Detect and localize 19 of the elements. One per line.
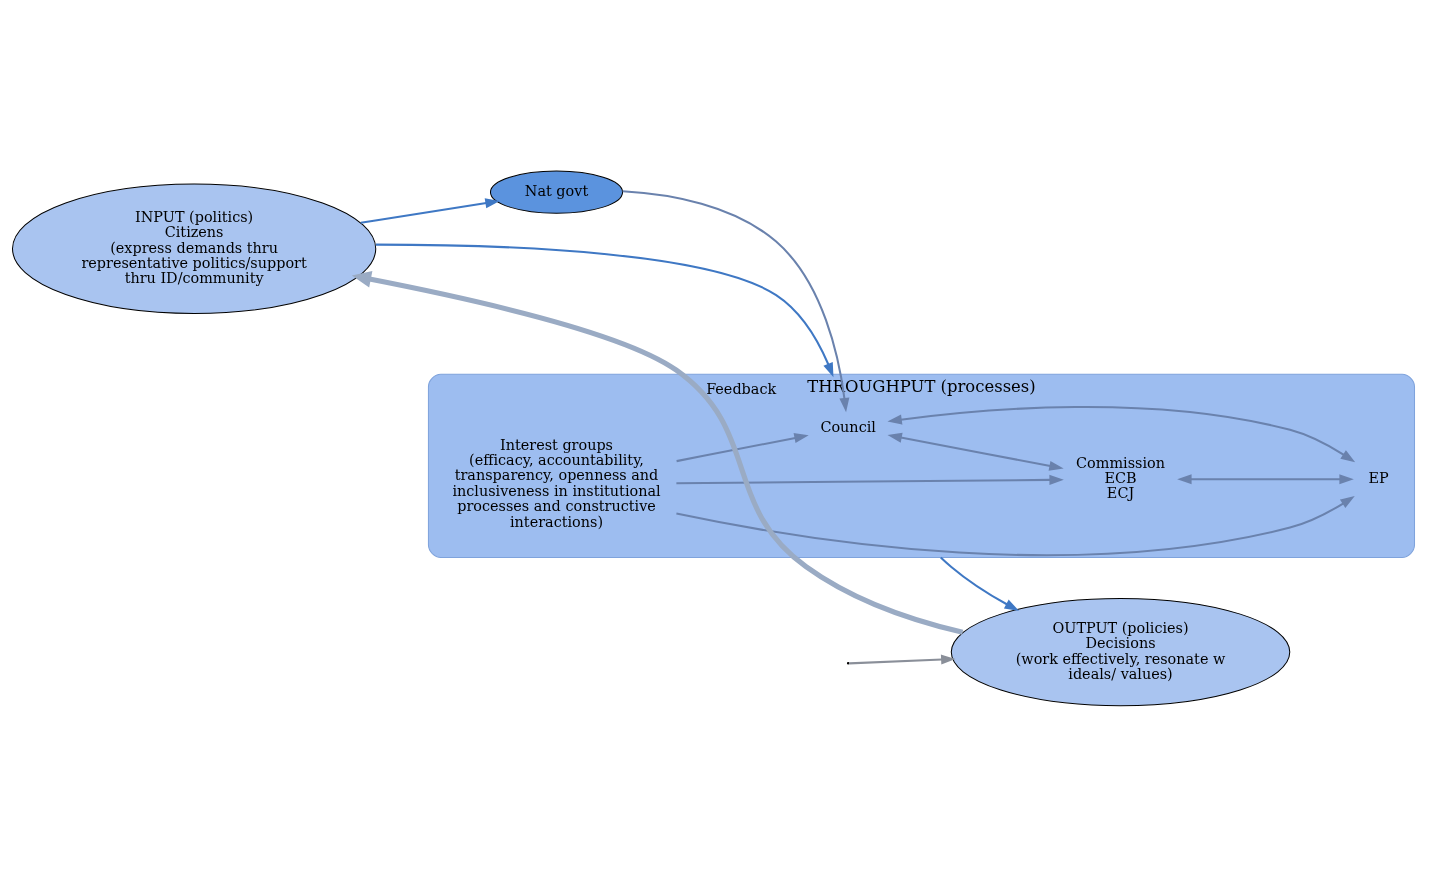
node-text: EP	[1368, 469, 1389, 486]
arrow	[676, 495, 1355, 556]
arrow	[940, 556, 1019, 611]
arrow	[676, 474, 1064, 485]
arrow	[887, 432, 1064, 471]
arrow	[1177, 473, 1354, 484]
node-text: Interest groups (efficacy, accountability, transparency, openness and inclusiveness in institutional processes and constructive interactions)	[452, 436, 661, 530]
arrow	[676, 432, 809, 462]
node-ellipse: Nat govt	[489, 170, 624, 214]
arrow	[351, 270, 964, 635]
node-text: Commission ECB ECJ	[1076, 454, 1165, 501]
arrow	[887, 405, 1356, 462]
node-ellipse: INPUT (politics) Citizens (express demands thru representative politics/support thru ID/community	[12, 183, 377, 314]
arrow	[375, 243, 834, 377]
edge-label: Feedback	[706, 380, 777, 397]
arrow	[360, 197, 500, 224]
arrow	[849, 653, 956, 665]
arrow	[622, 189, 850, 412]
node-text: Council	[820, 418, 876, 435]
